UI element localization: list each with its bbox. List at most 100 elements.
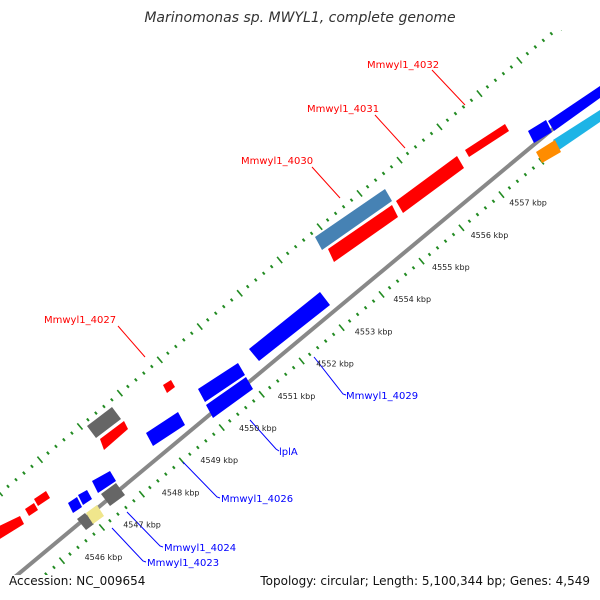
inner-tick (211, 432, 216, 437)
outer-tick (293, 244, 298, 249)
leader-4023 (111, 527, 147, 563)
forward-gene-4032[interactable] (465, 124, 509, 157)
inner-tick (451, 232, 456, 237)
pseudo-gene-4024[interactable] (101, 483, 125, 506)
reverse-gene-4026[interactable] (146, 412, 185, 446)
outer-tick (253, 278, 258, 282)
outer-tick (110, 397, 114, 402)
reverse-gene-lplA-b[interactable] (206, 377, 253, 418)
outer-tick (86, 417, 90, 422)
pseudo-gene-4023[interactable] (77, 513, 94, 530)
kbp-label: 4556 kbp (471, 231, 509, 240)
forward-leader-lines (117, 69, 466, 358)
inner-tick (378, 290, 385, 299)
gene-label-4032[interactable]: Mmwyl1_4032 (367, 60, 439, 71)
gene-label-4024[interactable]: Mmwyl1_4024 (164, 543, 236, 554)
inner-tick (483, 206, 488, 210)
inner-tick (235, 412, 240, 417)
gene-label-4027[interactable]: Mmwyl1_4027 (44, 315, 116, 326)
highlight-gene-cyan[interactable] (553, 110, 600, 150)
reverse-gene-lplA-a[interactable] (198, 363, 245, 402)
gene-label-4029[interactable]: Mmwyl1_4029 (346, 391, 418, 402)
gene-label-4030[interactable]: Mmwyl1_4030 (241, 156, 313, 167)
gene-label-4026[interactable]: Mmwyl1_4026 (221, 494, 293, 505)
forward-gene-4031[interactable] (396, 156, 464, 213)
outer-tick (150, 364, 154, 369)
genome-summary-text: Topology: circular; Length: 5,100,344 bp… (260, 574, 590, 588)
inner-tick (427, 252, 432, 257)
outer-tick (0, 491, 4, 497)
inner-tick (204, 439, 208, 443)
inner-tick (258, 390, 265, 398)
inner-tick (298, 357, 305, 365)
pseudo-gene-4027a[interactable] (87, 407, 121, 438)
outer-tick (166, 351, 170, 356)
leader-4031 (374, 114, 406, 149)
outer-tick (365, 184, 370, 189)
inner-tick (267, 385, 272, 390)
inner-tick (164, 472, 168, 477)
inner-tick (243, 405, 248, 410)
reverse-gene-4029[interactable] (249, 292, 330, 361)
inner-tick (275, 379, 280, 383)
inner-tick (331, 332, 336, 337)
inner-tick (523, 172, 528, 177)
outer-tick (261, 271, 266, 276)
inner-tick (84, 538, 88, 543)
reverse-gene-4033[interactable] (528, 120, 552, 143)
leader-lplA (249, 419, 280, 452)
inner-tick (196, 445, 200, 450)
outer-tick (46, 451, 50, 455)
reverse-gene-4023c[interactable] (78, 490, 92, 505)
outer-tick (566, 19, 568, 22)
kbp-label: 4551 kbp (278, 392, 316, 401)
inner-tick (347, 319, 352, 323)
gene-label-4023[interactable]: Mmwyl1_4023 (147, 558, 219, 569)
forward-gene-4030[interactable] (328, 205, 398, 262)
reverse-gene-4023a[interactable] (68, 497, 82, 513)
forward-gene-4022[interactable] (0, 516, 24, 542)
outer-tick (341, 204, 346, 209)
inner-tick (76, 545, 80, 550)
leader-4026 (182, 461, 221, 499)
outer-tick (134, 377, 138, 382)
outer-tick (316, 223, 323, 231)
outer-tick (560, 30, 563, 31)
outer-tick (156, 356, 164, 364)
inner-tick (411, 265, 416, 270)
reverse-gene-4024[interactable] (92, 471, 116, 493)
outer-tick (221, 304, 226, 309)
kbp-label: 4550 kbp (239, 424, 277, 433)
outer-tick (421, 138, 426, 143)
inner-tick (531, 166, 536, 170)
kbp-label: 4557 kbp (509, 199, 547, 208)
gene-label-4031[interactable]: Mmwyl1_4031 (307, 104, 379, 115)
forward-gene-4028[interactable] (163, 380, 175, 393)
forward-gene-4024b[interactable] (25, 503, 38, 516)
inner-tick (218, 423, 225, 432)
gene-label-lplA[interactable]: lplA (279, 447, 298, 458)
rna-gene-4030a[interactable] (315, 189, 392, 250)
outer-tick (373, 178, 378, 182)
gene-labels: Mmwyl1_4032 Mmwyl1_4031 Mmwyl1_4030 Mmwy… (44, 60, 439, 569)
forward-gene-4025[interactable] (34, 491, 50, 506)
inner-tick (435, 245, 440, 250)
inner-tick (132, 498, 136, 503)
forward-gene-4027[interactable] (100, 421, 128, 450)
inner-tick (418, 257, 425, 265)
outer-tick (62, 437, 66, 442)
pseudo-genes (77, 407, 125, 530)
outer-tick (196, 322, 203, 331)
outer-tick (76, 422, 84, 431)
inner-tick (315, 345, 320, 350)
reverse-gene-4034[interactable] (548, 86, 600, 131)
outer-tick (445, 118, 450, 123)
inner-tick (515, 179, 520, 184)
inner-tick (458, 224, 465, 232)
other-gene-4023b[interactable] (86, 505, 104, 524)
outer-tick (182, 338, 186, 342)
inner-tick (251, 399, 256, 403)
highlight-gene-orange[interactable] (536, 140, 561, 163)
